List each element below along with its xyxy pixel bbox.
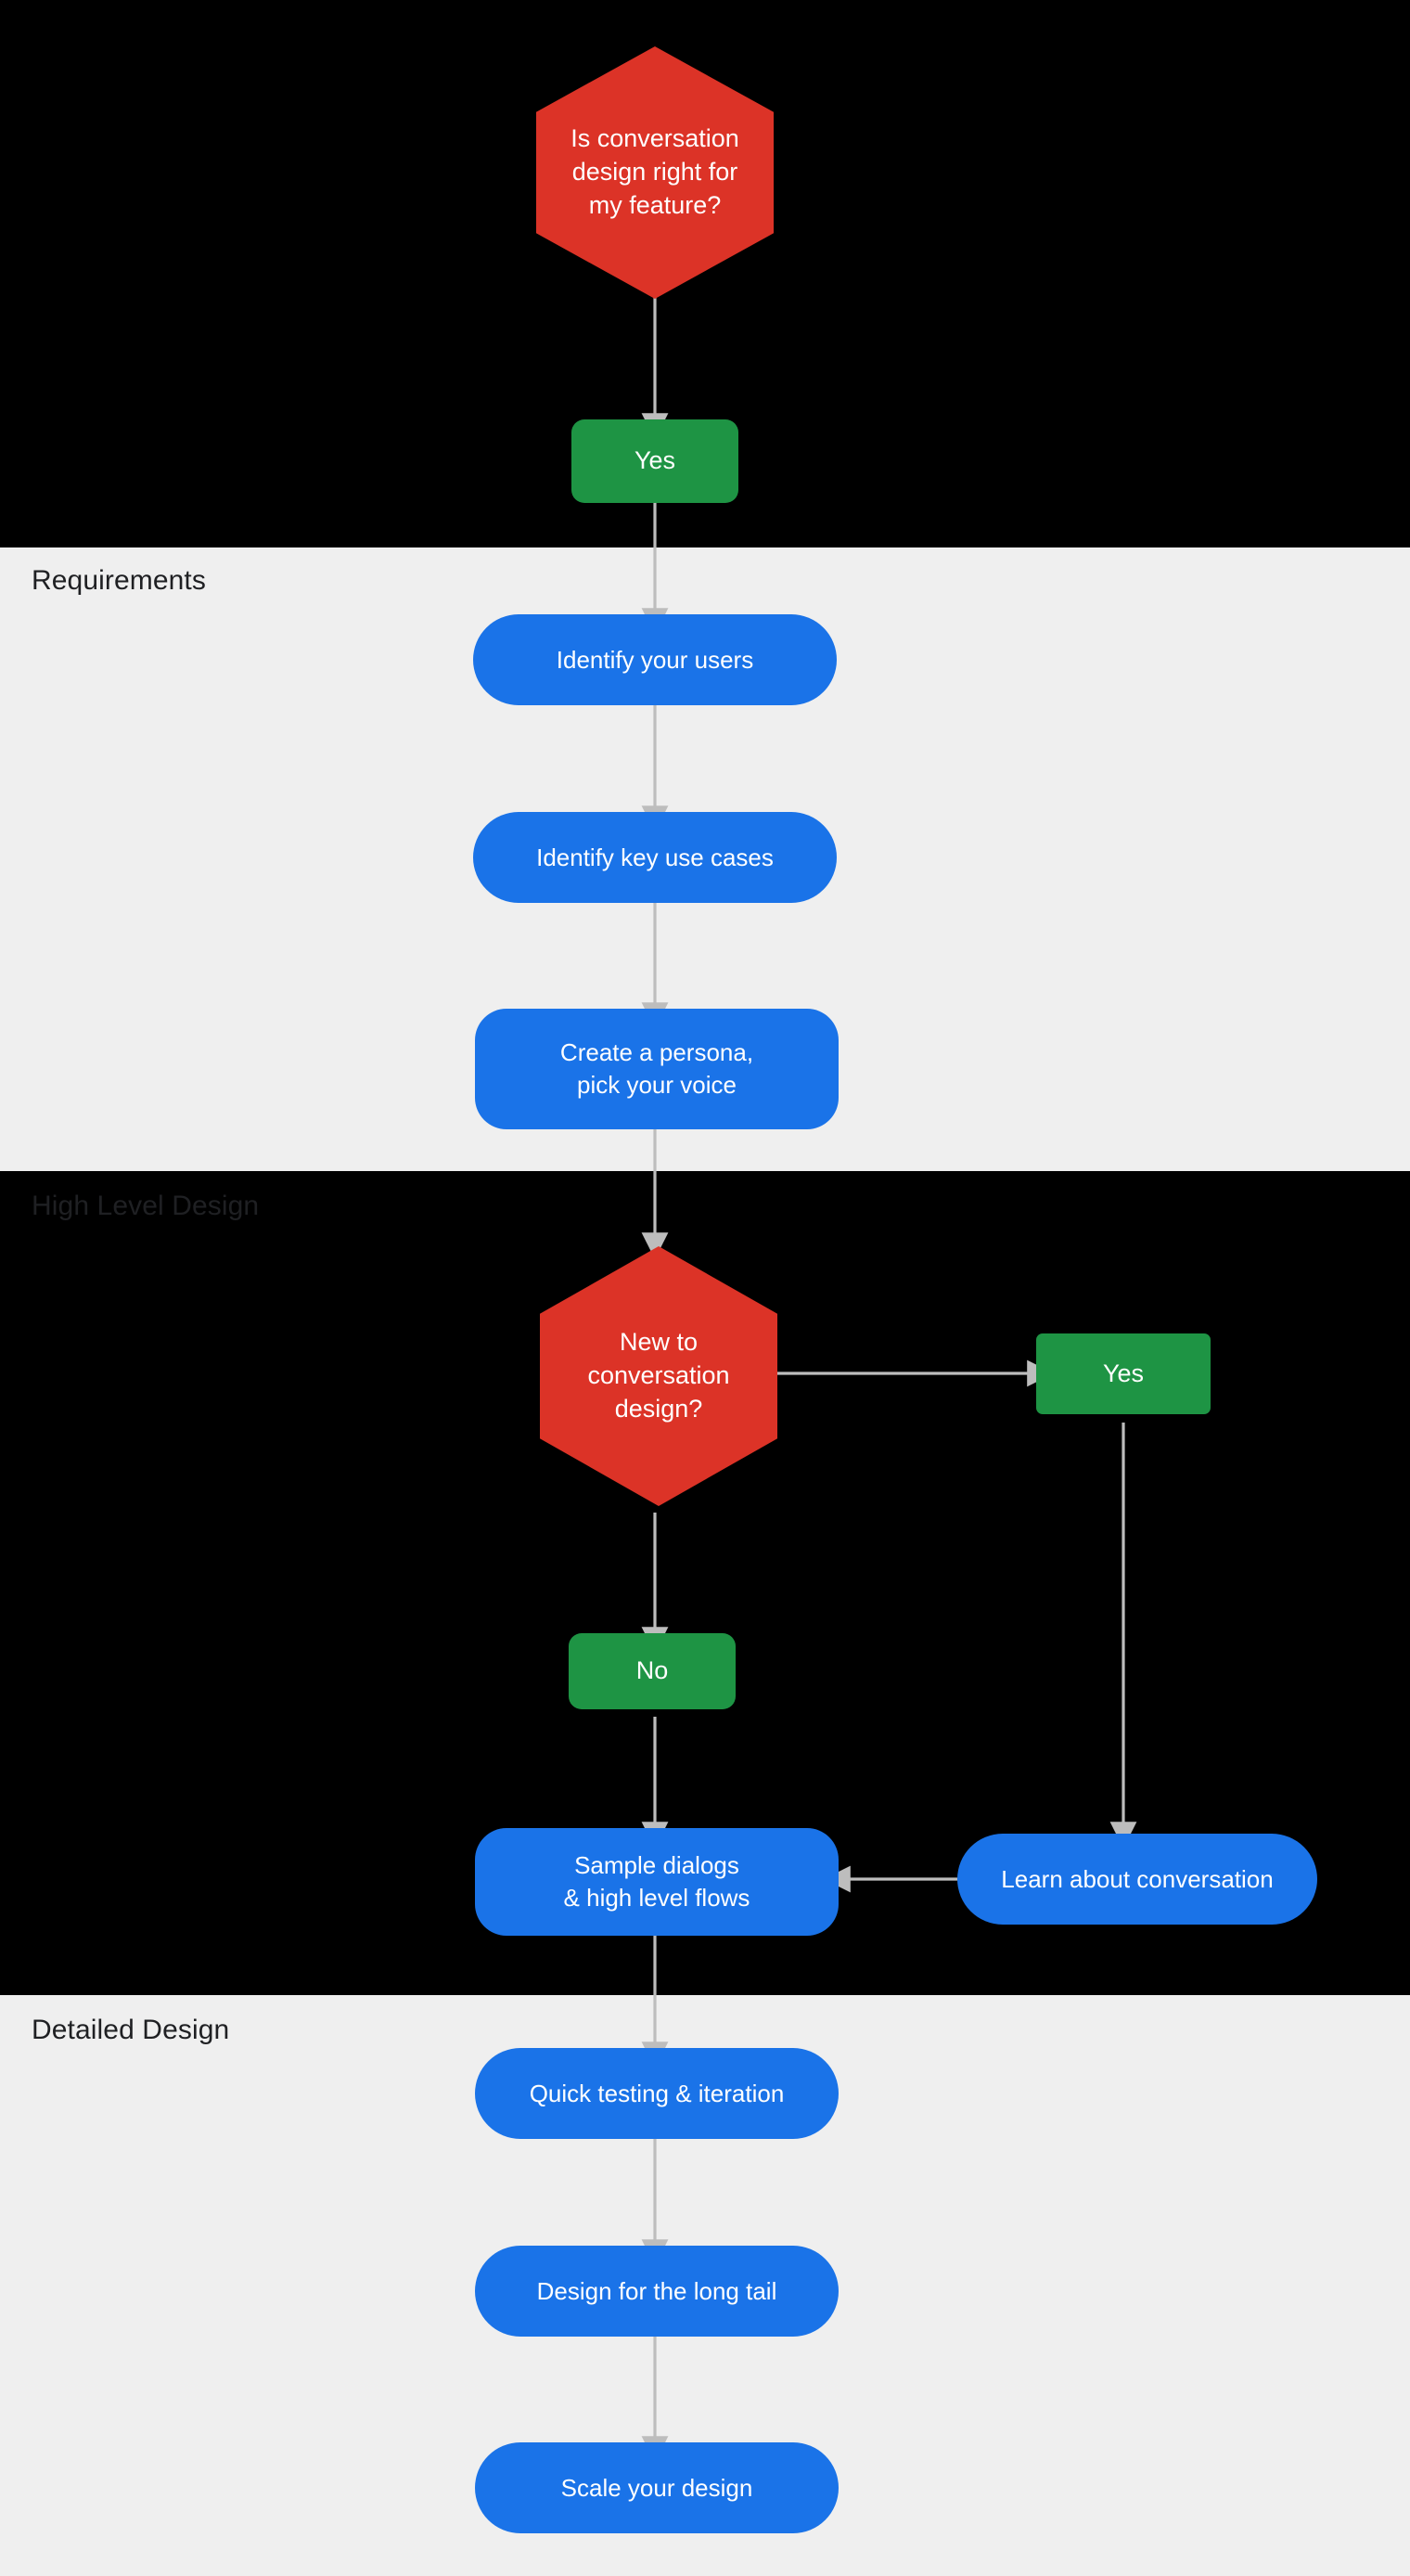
step-learn-about-conversation[interactable]: Learn about conversation bbox=[957, 1834, 1317, 1925]
step-design-for-the-long-tail-label: Design for the long tail bbox=[536, 2276, 777, 2305]
answer-no-label: No bbox=[635, 1656, 669, 1685]
step-identify-your-users-label: Identify your users bbox=[556, 645, 754, 674]
answer-yes-right[interactable]: Yes bbox=[1036, 1333, 1211, 1414]
section-label-requirements: Requirements bbox=[32, 565, 206, 596]
step-quick-testing-iteration-label: Quick testing & iteration bbox=[529, 2079, 785, 2107]
section-label-detailed-design: Detailed Design bbox=[32, 2015, 230, 2045]
answer-no[interactable]: No bbox=[569, 1633, 736, 1709]
answer-yes-right-label: Yes bbox=[1102, 1359, 1145, 1387]
answer-yes-top-label: Yes bbox=[634, 446, 676, 475]
step-learn-about-conversation-label: Learn about conversation bbox=[1001, 1864, 1274, 1893]
step-sample-dialogs-high-level-flows[interactable]: Sample dialogs & high level flows bbox=[475, 1828, 839, 1936]
step-scale-your-design[interactable]: Scale your design bbox=[475, 2442, 839, 2533]
step-scale-your-design-label: Scale your design bbox=[560, 2473, 753, 2502]
step-identify-key-use-cases[interactable]: Identify key use cases bbox=[473, 812, 837, 903]
decision-1-text: Is conversation design right for my feat… bbox=[570, 124, 739, 219]
step-identify-key-use-cases-label: Identify key use cases bbox=[536, 843, 774, 871]
step-identify-your-users[interactable]: Identify your users bbox=[473, 614, 837, 705]
step-quick-testing-iteration[interactable]: Quick testing & iteration bbox=[475, 2048, 839, 2139]
decision-2-text: New to conversation design? bbox=[587, 1328, 730, 1423]
step-design-for-the-long-tail[interactable]: Design for the long tail bbox=[475, 2246, 839, 2337]
answer-yes-top[interactable]: Yes bbox=[571, 419, 738, 503]
step-create-a-persona[interactable]: Create a persona, pick your voice bbox=[475, 1009, 839, 1129]
step-create-a-persona-text: Create a persona, pick your voice bbox=[559, 1038, 754, 1099]
step-sample-dialogs-text: Sample dialogs & high level flows bbox=[563, 1851, 750, 1912]
section-label-high-level-design: High Level Design bbox=[32, 1191, 260, 1221]
